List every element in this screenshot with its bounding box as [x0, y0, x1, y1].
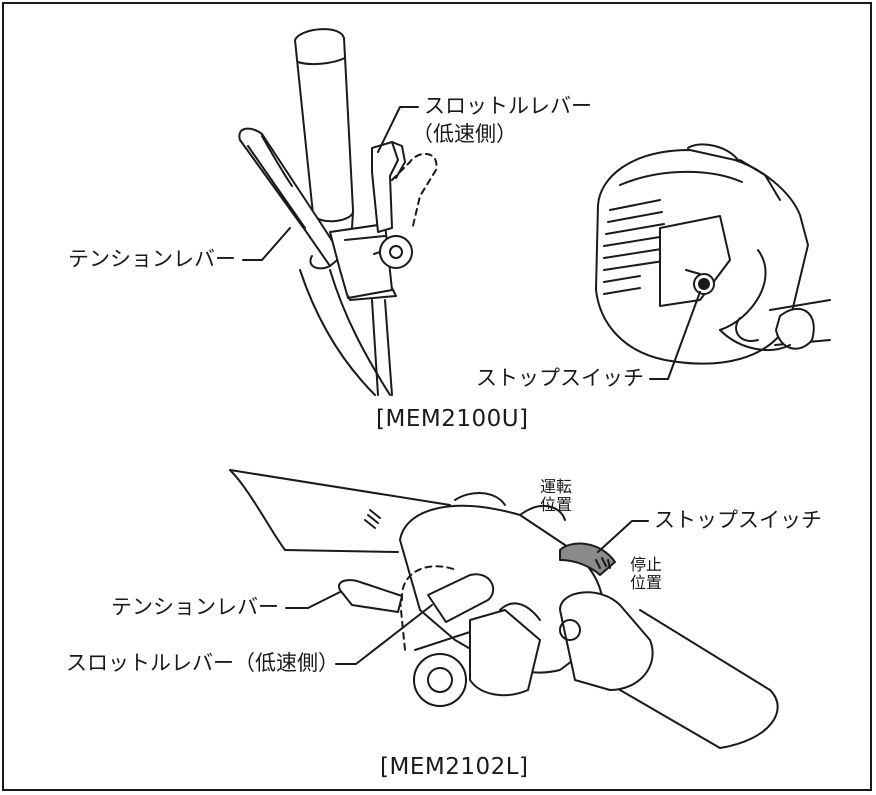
run-position-line2: 位置 — [540, 495, 573, 515]
model-name: [MEM2100U] — [376, 406, 529, 432]
stop-switch-label: ストップスイッチ — [476, 366, 644, 390]
tension-lever-label: テンションレバー — [68, 247, 236, 271]
throttle-lever-label-2: スロットルレバー（低速側） — [66, 651, 339, 675]
stop-switch-label-2: ストップスイッチ — [654, 508, 822, 532]
model-name-2: [MEM2102L] — [380, 754, 529, 780]
handle-illustration-2 — [229, 469, 779, 749]
handle-illustration — [238, 28, 438, 396]
engine-illustration — [595, 143, 831, 365]
stop-position-line1: 停止 — [630, 555, 663, 574]
tension-lever-label-2: テンションレバー — [111, 595, 279, 619]
stop-position-line2: 位置 — [630, 573, 663, 593]
leader-lines — [242, 106, 701, 665]
throttle-lever-low-speed-label: （低速側） — [412, 122, 517, 146]
stop-position-label: 停止 位置 — [630, 555, 663, 593]
throttle-lever-label: スロットルレバー — [424, 94, 592, 118]
run-position-line1: 運転 — [540, 477, 573, 496]
run-position-label: 運転 位置 — [540, 477, 573, 515]
